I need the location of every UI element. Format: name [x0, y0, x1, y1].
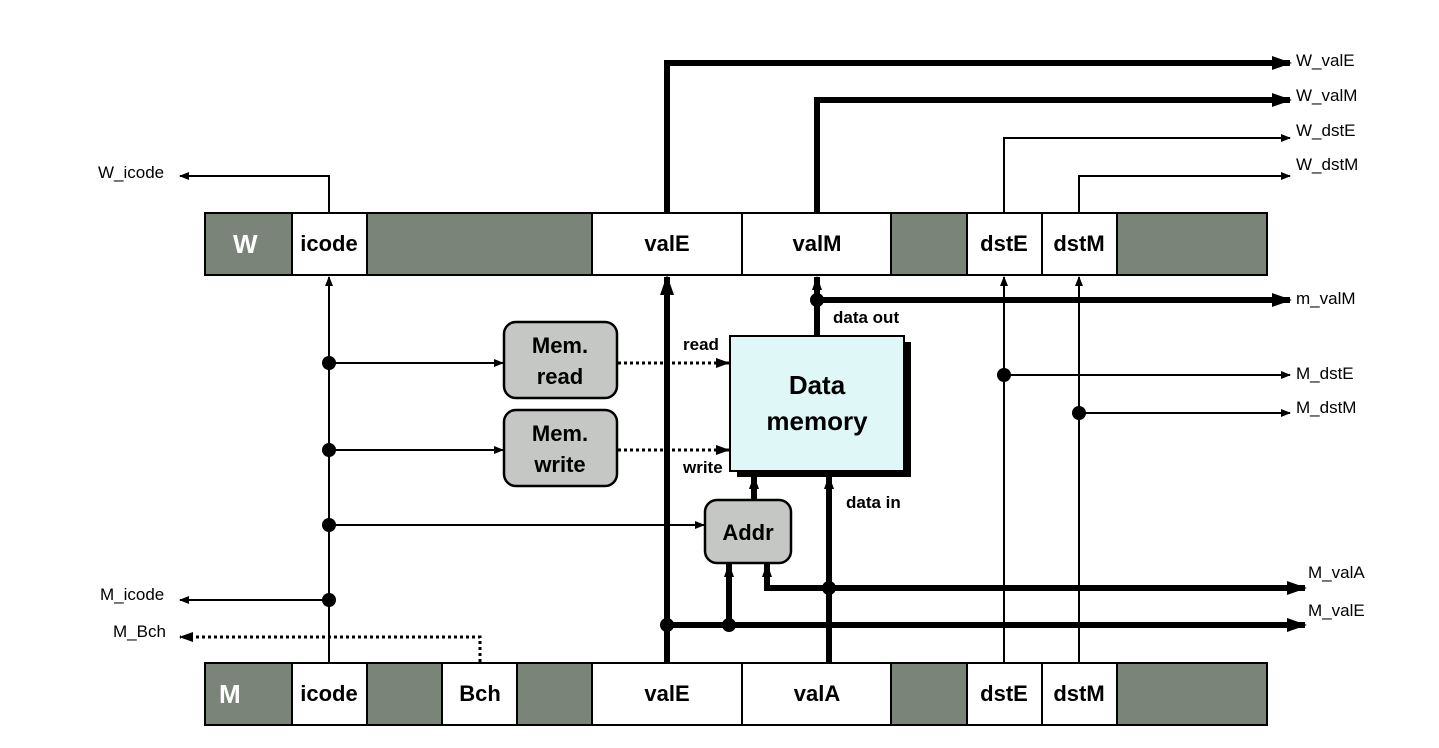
signal-w-dste: W_dstE [1296, 121, 1356, 140]
m-stage-label: M [219, 679, 241, 709]
junction-dots [322, 293, 1086, 632]
data-out-label: data out [833, 308, 899, 327]
m-bch-field: Bch [459, 681, 501, 706]
data-in-label: data in [846, 493, 901, 512]
wire-w-dstm [1078, 172, 1291, 213]
addr-label: Addr [722, 520, 774, 545]
mem-write-block: Mem. write [502, 408, 619, 488]
signal-w-icode: W_icode [98, 163, 164, 182]
w-vale-field: valE [644, 231, 689, 256]
signal-w-vale: W_valE [1296, 51, 1355, 70]
m-vale-field: valE [644, 681, 689, 706]
data-memory-line1: Data [789, 370, 846, 400]
w-register: W icode valE valM dstE dstM [204, 212, 1268, 276]
signal-m-dstm: M_dstM [1296, 398, 1356, 417]
read-port-label: read [683, 335, 719, 354]
m-icode-field: icode [300, 681, 357, 706]
w-dste-field: dstE [980, 231, 1028, 256]
m-dstm-field: dstM [1053, 681, 1104, 706]
wire-w-vale [664, 56, 1292, 213]
wire-m-bch [179, 632, 482, 662]
wire-w-dste [1003, 134, 1291, 213]
w-icode-field: icode [300, 231, 357, 256]
signal-m-vale: M_valE [1308, 601, 1365, 620]
signal-m-dste: M_dstE [1296, 364, 1354, 383]
signal-m-vala: M_valA [1308, 563, 1365, 582]
wire-m-vala [762, 563, 1305, 591]
data-memory-block: Data memory [729, 335, 911, 477]
mem-write-line2: write [533, 452, 585, 477]
m-dste-field: dstE [980, 681, 1028, 706]
w-valm-field: valM [793, 231, 842, 256]
signal-m-bch: M_Bch [113, 622, 166, 641]
data-memory-line2: memory [766, 406, 868, 436]
mem-read-line2: read [537, 364, 583, 389]
signal-w-valm: W_valM [1296, 86, 1357, 105]
wire-w-icode [179, 172, 330, 213]
signal-w-dstm: W_dstM [1296, 155, 1358, 174]
m-register: M icode Bch valE valA dstE dstM [204, 662, 1268, 726]
signal-m-valm: m_valM [1296, 289, 1356, 308]
m-vala-field: valA [794, 681, 841, 706]
addr-block: Addr [703, 498, 793, 565]
wire-w-valm [814, 93, 1292, 213]
w-dstm-field: dstM [1053, 231, 1104, 256]
mem-read-block: Mem. read [502, 320, 619, 400]
mem-write-line1: Mem. [532, 421, 588, 446]
mem-read-line1: Mem. [532, 333, 588, 358]
write-port-label: write [682, 458, 723, 477]
w-stage-label: W [233, 229, 258, 259]
signal-m-icode: M_icode [100, 585, 164, 604]
